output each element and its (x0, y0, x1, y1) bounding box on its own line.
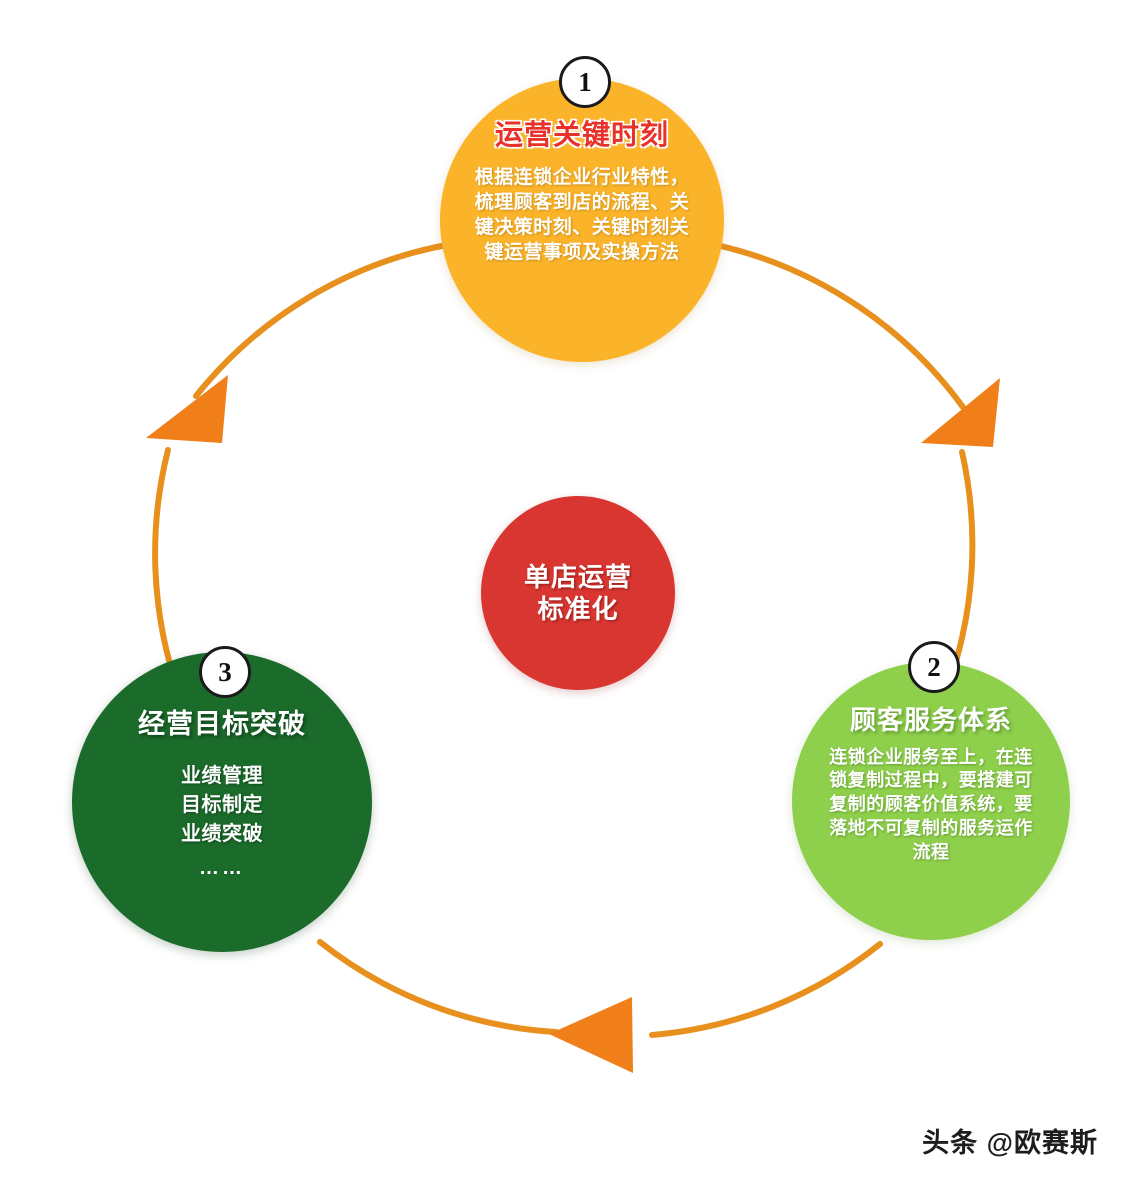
node-badge-3: 3 (199, 646, 251, 698)
arrow-right-icon (921, 378, 1000, 447)
hub-single-store-operation-standardization[interactable]: 单店运营 标准化 (481, 496, 675, 690)
node-title-1: 运营关键时刻 (494, 119, 669, 150)
node-business-goal-breakthrough[interactable]: 3 经营目标突破 业绩管理 目标制定 业绩突破 …… (72, 646, 372, 952)
ring-arc-bottom-left (317, 939, 559, 1035)
node-body-3-ellipsis: …… (199, 856, 245, 879)
ring-arc-top-left (193, 241, 455, 399)
arrow-left-icon (146, 375, 228, 443)
node-title-3: 经营目标突破 (138, 709, 306, 739)
watermark: 头条 @欧赛斯 (922, 1128, 1098, 1158)
node-customer-service-system[interactable]: 2 顾客服务体系 连锁企业服务至上，在连锁复制过程中，要搭建可复制的顾客价值系统… (792, 641, 1070, 940)
node-operating-key-moments[interactable]: 1 运营关键时刻 根据连锁企业行业特性，梳理顾客到店的流程、关键决策时刻、关键时… (440, 56, 724, 362)
node-body-3: 业绩管理 目标制定 业绩突破 (181, 762, 263, 849)
arrow-bottom-icon (549, 997, 633, 1073)
ring-arc-top-right (709, 241, 975, 423)
hub-line-2: 标准化 (537, 594, 619, 624)
node-body-1: 根据连锁企业行业特性，梳理顾客到店的流程、关键决策时刻、关键时刻关键运营事项及实… (474, 166, 690, 264)
node-body-2: 连锁企业服务至上，在连锁复制过程中，要搭建可复制的顾客价值系统，要落地不可复制的… (829, 746, 1033, 862)
ring-arc-left (152, 447, 181, 693)
node-badge-2: 2 (908, 641, 960, 693)
node-body-3-line-2: 目标制定 (181, 793, 263, 816)
hub-line-1: 单店运营 (523, 561, 632, 592)
node-body-3-line-1: 业绩管理 (181, 764, 263, 787)
node-title-2: 顾客服务体系 (849, 705, 1012, 735)
node-badge-1: 1 (559, 56, 611, 108)
node-body-3-line-3: 业绩突破 (181, 822, 263, 845)
ring-arc-bottom-right (649, 941, 883, 1038)
ring-arrowheads (146, 375, 1000, 1073)
